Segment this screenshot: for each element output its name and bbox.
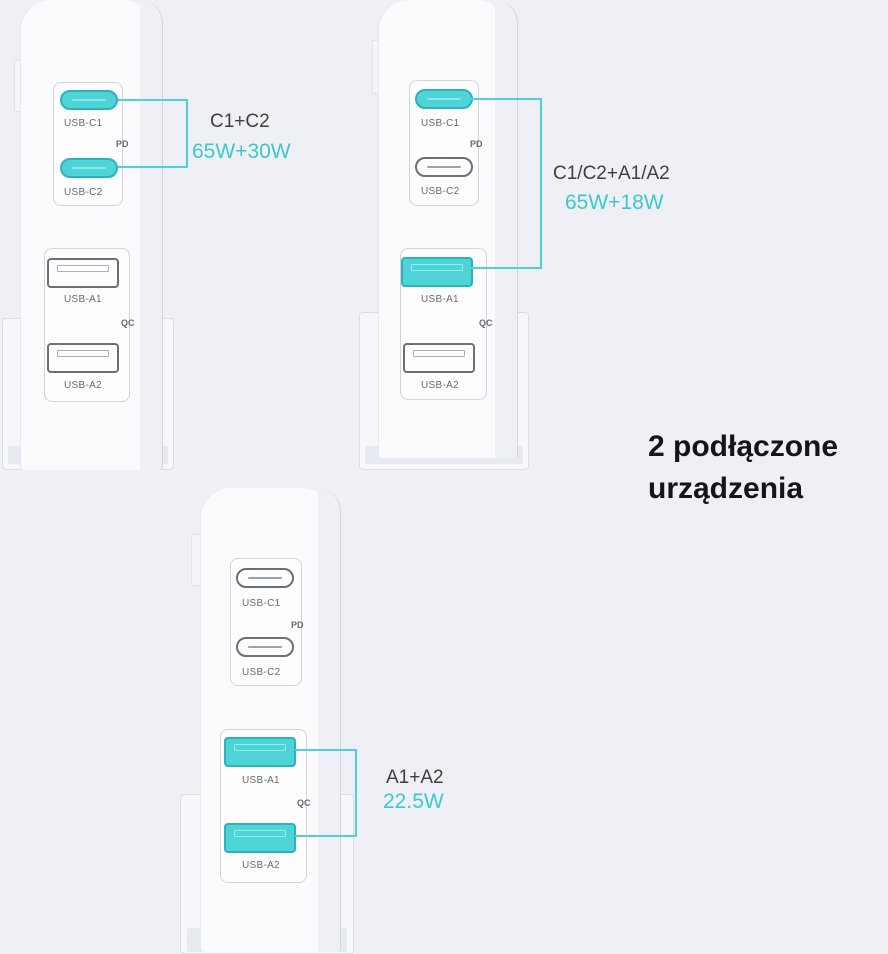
charger-1-usb-c1-label: USB-C1 (64, 118, 103, 129)
charger-2-usb-c2-port (415, 157, 473, 177)
charger-2-usb-a1-port (401, 257, 473, 287)
headline: 2 podłączone urządzenia (648, 426, 838, 510)
charger-3: USB-C1 PD USB-C2 USB-A1 QC USB-A2 A1+A2 … (175, 488, 495, 954)
charger-1-connector-top (118, 99, 188, 101)
charger-2-connector-top (471, 98, 542, 100)
charger-3-usb-c2-port (236, 637, 294, 657)
charger-2-usb-a2-label: USB-A2 (421, 380, 459, 391)
charger-1-connector-bottom (118, 166, 188, 168)
charger-2: USB-C1 PD USB-C2 USB-A1 QC USB-A2 C1/C2+… (355, 0, 715, 475)
charger-1-usb-a1-label: USB-A1 (64, 294, 102, 305)
charger-3-watt-text: 22.5W (383, 790, 444, 813)
charger-3-side-edge (318, 488, 341, 952)
charger-3-pd-label: PD (291, 620, 304, 630)
charger-3-combo-text: A1+A2 (386, 767, 444, 788)
charger-2-side-edge (495, 0, 518, 458)
charger-2-usb-c1-port (415, 89, 473, 109)
charger-1-usb-a1-port (47, 258, 119, 288)
charger-3-usb-c1-port (236, 568, 294, 588)
charger-3-usb-a2-port (224, 823, 296, 853)
charger-1-pd-label: PD (116, 139, 129, 149)
charger-2-watt-text: 65W+18W (565, 191, 664, 214)
charger-1-usb-c1-port (60, 90, 118, 110)
charger-1-watt-text: 65W+30W (192, 140, 291, 163)
charger-2-combo-text: C1/C2+A1/A2 (553, 163, 670, 184)
charger-3-usb-a2-label: USB-A2 (242, 860, 280, 871)
charger-1: USB-C1 PD USB-C2 USB-A1 QC USB-A2 C1+C2 … (0, 0, 330, 475)
charger-2-pd-label: PD (470, 139, 483, 149)
charger-2-usb-a1-label: USB-A1 (421, 294, 459, 305)
charger-3-usb-a1-port (224, 737, 296, 767)
charger-2-usb-a2-port (403, 343, 475, 373)
charger-2-connector-bottom (471, 267, 542, 269)
headline-line-2: urządzenia (648, 472, 804, 505)
charger-3-usb-c1-label: USB-C1 (242, 598, 281, 609)
charger-2-usb-c2-label: USB-C2 (421, 186, 460, 197)
charger-1-qc-label: QC (121, 318, 135, 328)
charger-1-connector-vertical (186, 99, 188, 168)
charger-1-side-edge (140, 0, 163, 470)
headline-line-1: 2 podłączone (648, 430, 839, 463)
charger-2-qc-label: QC (479, 318, 493, 328)
charger-1-usb-c2-label: USB-C2 (64, 187, 103, 198)
charger-2-usb-c1-label: USB-C1 (421, 118, 460, 129)
charger-3-usb-a1-label: USB-A1 (242, 775, 280, 786)
charger-1-combo-text: C1+C2 (210, 111, 270, 132)
charger-3-connector-bottom (295, 835, 357, 837)
charger-2-connector-vertical (540, 98, 542, 269)
charger-3-connector-top (295, 749, 357, 751)
charger-1-usb-a2-port (47, 343, 119, 373)
charger-3-qc-label: QC (297, 798, 311, 808)
charger-3-usb-c2-label: USB-C2 (242, 667, 281, 678)
charger-1-usb-a2-label: USB-A2 (64, 380, 102, 391)
charger-3-connector-vertical (355, 749, 357, 837)
charger-1-usb-c2-port (60, 158, 118, 178)
